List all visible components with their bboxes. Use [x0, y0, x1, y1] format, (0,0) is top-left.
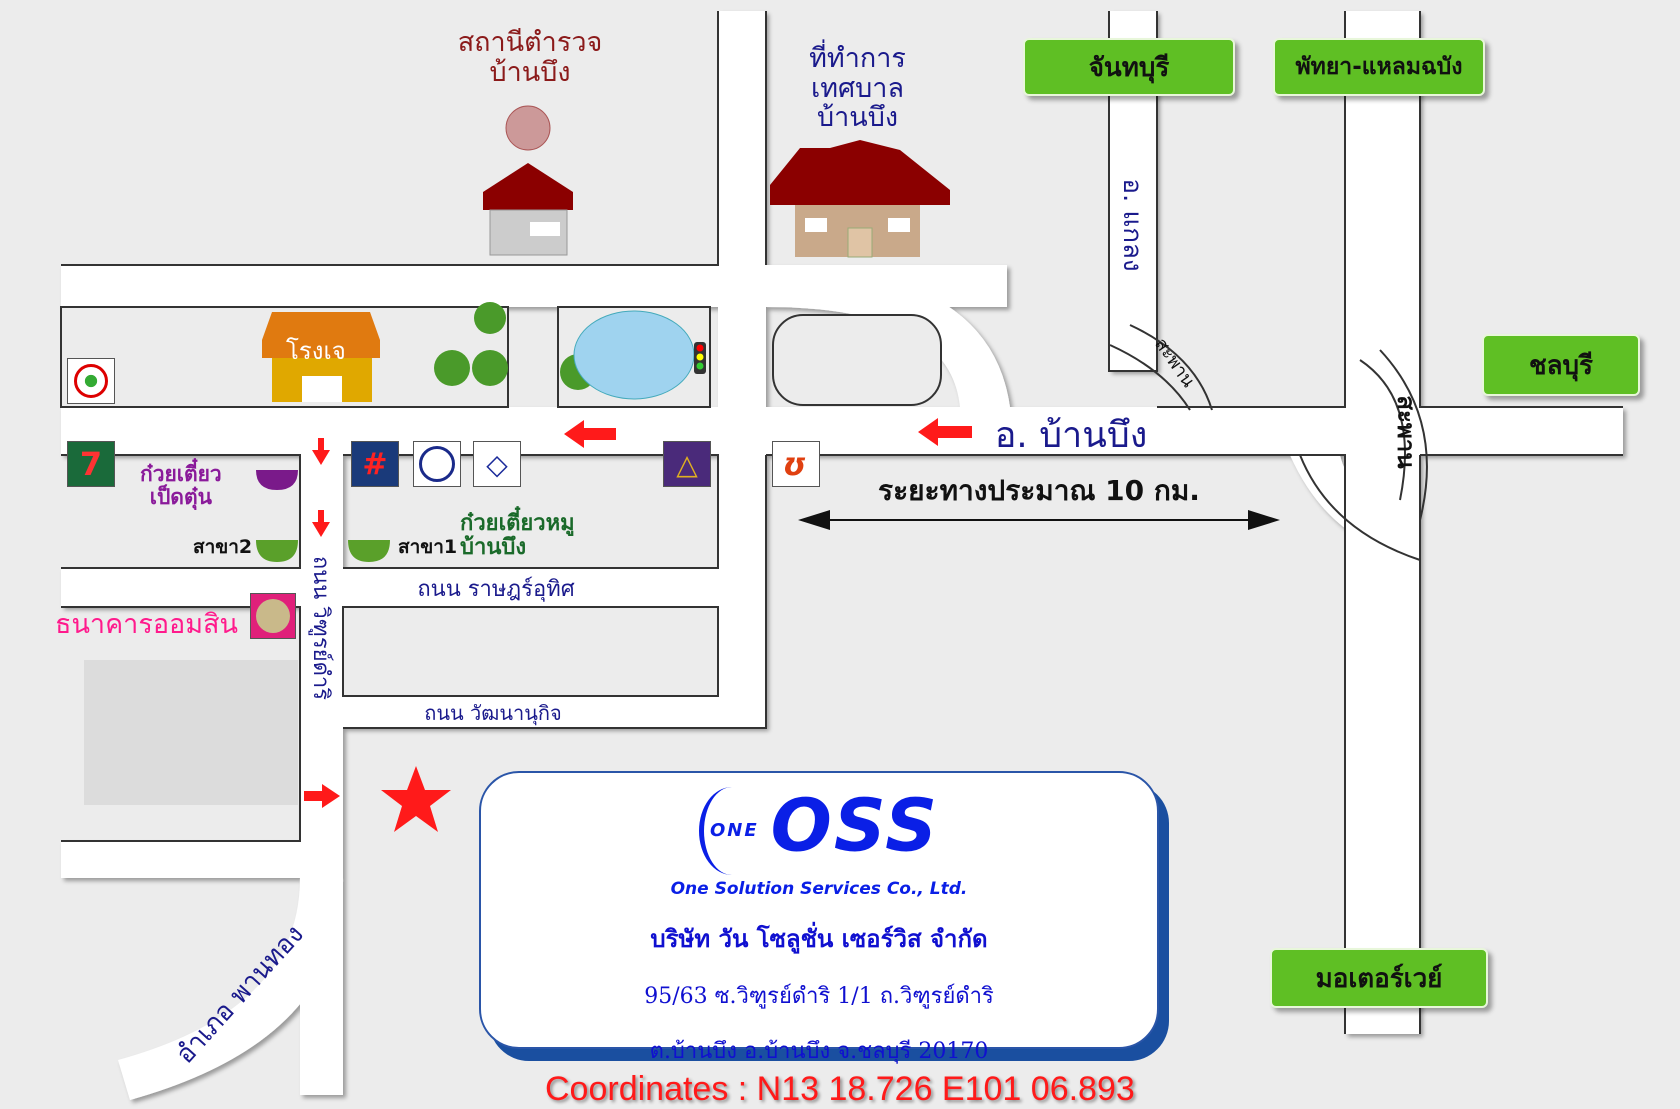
gsb-bank-label: ธนาคารออมสิน	[55, 609, 238, 640]
shrine-building	[262, 312, 380, 402]
label-ratsadon-uthit: ถนน ราษฎร์อุทิศ	[417, 577, 574, 602]
duck-noodle-label: ก๋วยเตี๋ยว เป็ดตุ๋น	[140, 462, 222, 510]
gps-coordinates: Coordinates : N13 18.726 E101 06.893	[545, 1070, 1135, 1108]
roundabout	[1290, 455, 1420, 560]
duck-noodle-line2: เป็ดตุ๋น	[149, 485, 212, 510]
empty-lot	[84, 660, 298, 805]
red-arrow-left-2	[918, 418, 972, 446]
ptt-station-icon: ʊ	[772, 441, 820, 487]
shrine-label: โรงเจ	[286, 337, 346, 365]
police-station-building	[483, 105, 573, 256]
road-witoon	[300, 455, 343, 1095]
road-central-vertical	[718, 11, 766, 728]
label-witoon-damri: ถนน วิฑูรย์ดำริ	[308, 556, 333, 700]
bank-icon-red-lines: #	[351, 441, 399, 487]
pork-noodle-label: ก๋วยเตี๋ยวหมู บ้านบึง	[460, 511, 575, 561]
branch2-label: สาขา2	[193, 536, 253, 558]
label-bridge-2: สะพาน	[1392, 395, 1420, 469]
sign-motorway: มอเตอร์เวย์	[1270, 948, 1488, 1008]
pond	[573, 310, 695, 400]
municipal-line3: บ้านบึง	[816, 102, 899, 134]
label-distance: ระยะทางประมาณ 10 กม.	[878, 474, 1200, 507]
red-arrow-down-1	[312, 438, 330, 465]
police-station-line1: สถานีตำรวจ	[457, 27, 603, 58]
road-bottom-left	[61, 841, 301, 878]
sign-chanthaburi: จันทบุรี	[1023, 38, 1235, 96]
traffic-light-icon	[694, 342, 706, 374]
logo-one: ONE	[698, 787, 765, 875]
label-klaeng: อ. แกลง	[1117, 178, 1147, 271]
logo-oss: OSS	[770, 783, 940, 868]
location-star	[381, 766, 451, 832]
police-station-label: สถานีตำรวจ บ้านบึง	[455, 28, 605, 87]
road-wattana	[343, 696, 766, 728]
scb-bank-icon: △	[663, 441, 711, 487]
seven-eleven-icon: 7	[67, 441, 115, 487]
municipal-line2: เทศบาล	[810, 72, 904, 104]
distance-arrow-left-head	[798, 510, 830, 530]
distance-arrow-right-head	[1248, 510, 1280, 530]
sign-pattaya-laem-chabang: พัทยา-แหลมฉบัง	[1273, 38, 1485, 96]
branch1-label: สาขา1	[398, 536, 458, 558]
red-arrow-right	[304, 784, 340, 808]
road-curve-municipal	[766, 265, 1010, 407]
label-ban-bueng: อ. บ้านบึง	[995, 415, 1148, 456]
road-ratsadon	[61, 568, 718, 607]
pork-noodle-line1: ก๋วยเตี๋ยวหมู	[460, 511, 575, 536]
company-tagline: One Solution Services Co., Ltd.	[670, 879, 968, 899]
sign-chonburi: ชลบุรี	[1482, 334, 1640, 396]
kasikorn-bank-icon	[67, 358, 115, 404]
road-phan-thong	[118, 878, 344, 1100]
bangkok-bank-icon	[413, 441, 461, 487]
company-address-line2: ต.บ้านบึง อ.บ้านบึง จ.ชลบุรี 20170	[649, 1039, 989, 1064]
red-arrow-left-1	[564, 420, 616, 448]
krungthai-bank-icon: ◇	[473, 441, 521, 487]
municipal-line1: ที่ทำการ	[809, 43, 906, 74]
police-station-line2: บ้านบึง	[489, 56, 571, 88]
company-name-thai: บริษัท วัน โซลูชั่น เซอร์วิส จำกัด	[650, 924, 988, 953]
municipal-office-building	[770, 140, 950, 258]
pork-noodle-line2: บ้านบึง	[460, 535, 527, 561]
duck-noodle-line1: ก๋วยเตี๋ยว	[140, 462, 222, 486]
label-wattananukit: ถนน วัฒนานุกิจ	[424, 701, 562, 726]
noodle-bowl-icons	[256, 470, 390, 562]
municipal-office-label: ที่ทำการ เทศบาล บ้านบึง	[790, 44, 925, 133]
gsb-bank-icon	[250, 593, 296, 639]
company-address-line1: 95/63 ซ.วิฑูรย์ดำริ 1/1 ถ.วิฑูรย์ดำริ	[644, 984, 994, 1009]
red-arrow-down-2	[312, 510, 330, 537]
